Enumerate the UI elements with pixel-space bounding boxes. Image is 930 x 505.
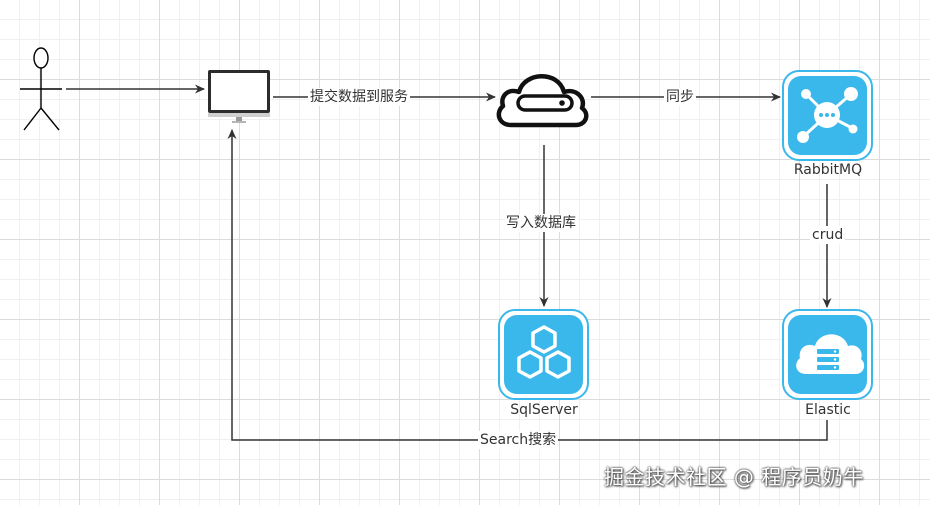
edge-label-sync: 同步: [664, 88, 696, 106]
actor-icon: [20, 47, 62, 131]
edge-label-write-db: 写入数据库: [504, 214, 578, 232]
cloud-database-icon: [782, 309, 873, 400]
node-label-rabbitmq: RabbitMQ: [793, 162, 863, 178]
monitor-icon: [208, 70, 270, 123]
node-label-elastic: Elastic: [805, 402, 851, 418]
hexagon-db-icon: [498, 309, 589, 400]
rabbitmq-icon: [782, 70, 873, 161]
node-label-sqlserver: SqlServer: [510, 402, 578, 418]
edge-label-submit: 提交数据到服务: [308, 88, 410, 106]
edge-label-search: Search搜索: [478, 431, 559, 449]
watermark-text: 掘金技术社区 @ 程序员奶牛: [604, 465, 864, 489]
edge-label-crud: crud: [810, 226, 846, 244]
cloud-server-icon: [496, 74, 589, 128]
